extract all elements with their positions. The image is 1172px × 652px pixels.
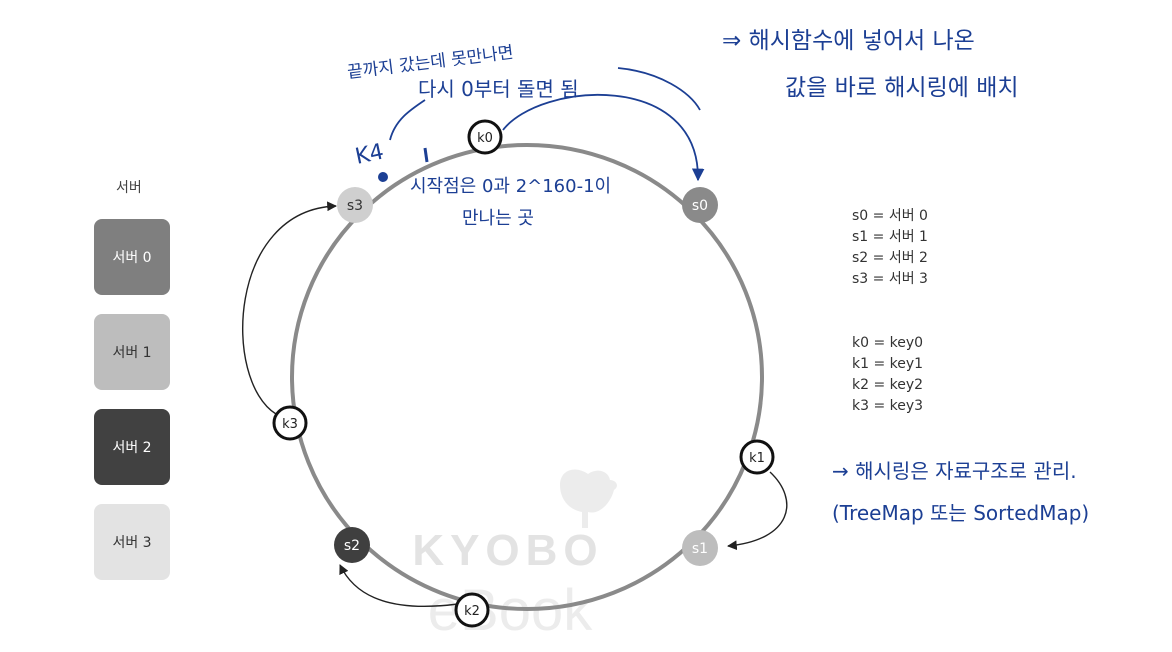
ring-server-label: s2 <box>344 538 360 554</box>
k4-label: K4 <box>353 140 386 170</box>
legend-server-2: 서버 2 <box>94 409 170 485</box>
hash-note-line-2: 값을 바로 해시링에 배치 <box>785 75 1019 101</box>
arrow-k1-to-s1 <box>727 471 788 551</box>
ring-server-label: s1 <box>692 541 708 557</box>
legend-server-3: 서버 3 <box>94 504 170 580</box>
key-map-line: k3 = key3 <box>852 398 924 414</box>
server-map-line: s0 = 서버 0 <box>852 208 928 224</box>
key-map-line: k1 = key1 <box>852 356 924 372</box>
arrow-k2-to-s2 <box>339 564 459 608</box>
top-note-line-2: 다시 0부터 돌면 됨 <box>418 77 579 101</box>
arrow-note-to-s0 <box>617 67 701 111</box>
ring-key-label: k2 <box>464 604 480 619</box>
legend-server-1: 서버 1 <box>94 314 170 390</box>
arrow-k0-to-s0 <box>502 94 705 182</box>
k4-dot <box>378 172 388 182</box>
legend-title: 서버 <box>116 180 142 196</box>
structure-note-line-1: → 해시링은 자료구조로 관리. <box>832 459 1077 483</box>
structure-note-line-2: (TreeMap 또는 SortedMap) <box>832 501 1089 525</box>
annotations: 끝까지 갔는데 못만나면 다시 0부터 돌면 됨 K4 시작점은 0과 2^16… <box>346 28 1089 525</box>
ring-key-k1: k1 <box>739 439 775 475</box>
ring-server-s3: s3 <box>337 187 373 223</box>
server-map-line: s2 = 서버 2 <box>852 250 928 266</box>
ring-server-label: s0 <box>692 198 708 214</box>
watermark-line-2: eBook <box>428 578 593 643</box>
ring-server-s2: s2 <box>334 527 370 563</box>
server-map-line: s1 = 서버 1 <box>852 229 928 245</box>
ring-server-label: s3 <box>347 198 363 214</box>
ring-server-s1: s1 <box>682 530 718 566</box>
ring-key-k2: k2 <box>454 592 490 628</box>
watermark: KYOBO eBook <box>412 469 617 643</box>
ring-server-s0: s0 <box>682 187 718 223</box>
watermark-line-1: KYOBO <box>412 526 603 575</box>
start-note-line-2: 만나는 곳 <box>462 208 534 229</box>
ring-key-label: k0 <box>477 131 493 146</box>
start-note-line-1: 시작점은 0과 2^160-1이 <box>410 176 611 197</box>
ring-key-k3: k3 <box>272 405 308 441</box>
ring-key-label: k1 <box>749 451 765 466</box>
legend-server-0: 서버 0 <box>94 219 170 295</box>
hash-note-line-1: ⇒ 해시함수에 넣어서 나온 <box>722 28 975 54</box>
hash-ring <box>290 143 764 611</box>
arrow-k3-to-s3 <box>242 201 337 415</box>
ring-key-label: k3 <box>282 417 298 432</box>
start-point-tick <box>423 147 429 163</box>
watermark-bird-icon <box>560 469 617 528</box>
pointer-note-to-k4 <box>389 99 426 141</box>
server-map-line: s3 = 서버 3 <box>852 271 928 287</box>
key-map-line: k2 = key2 <box>852 377 924 393</box>
ring-key-k0: k0 <box>467 119 503 155</box>
key-map-line: k0 = key0 <box>852 335 924 351</box>
